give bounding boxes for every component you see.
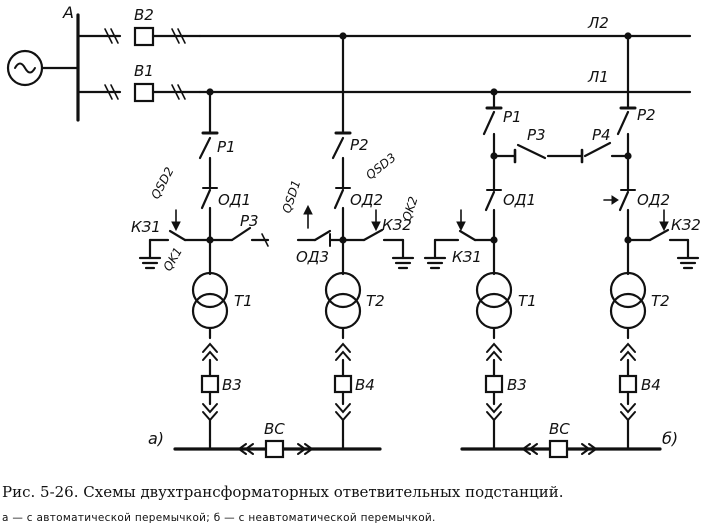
a-switch-od1 [200,188,212,210]
b-scheme-tag: б) [662,429,678,448]
a-switch-p2 [331,136,345,160]
a-switch-p3 [230,226,252,242]
b-label-p1: Р1 [503,108,522,126]
handwritten-qsd1: QSD1 [280,178,304,215]
a-transformer-t1-secondary [191,292,229,330]
b-switch-od2 [618,190,630,212]
b-breaker-b3 [484,374,504,394]
a-switch-od3 [313,229,332,242]
b-transformer-t2-primary [609,271,647,309]
substation-schematic: A Л2 Л1 В2 В1 Р1 Р2 ОД1 ОД2 Р3 ОД3 КЗ1 К… [6,3,701,459]
b-switch-kz1 [458,229,477,242]
label-l2: Л2 [587,14,609,32]
b-switch-p2 [616,110,630,136]
b-breaker-bc [548,439,569,459]
b-transformer-t1-primary [475,271,513,309]
b-label-bc: ВС [549,420,570,438]
a-breaker-b3 [200,374,220,394]
b-label-kz1: КЗ1 [452,248,482,266]
a-scheme-tag: а) [148,429,164,448]
a-label-od3: ОД3 [296,248,329,266]
label-bus-a: A [62,3,74,22]
b-switch-od1 [484,190,496,212]
breaker-b2 [133,26,155,47]
a-switch-kz2 [362,228,384,242]
b-label-kz2: КЗ2 [671,216,701,234]
generator-sine [14,62,36,74]
a-transformer-t2-primary [324,271,362,309]
label-b2: В2 [134,6,154,24]
label-l1: Л1 [587,68,609,86]
a-label-b3: В3 [222,376,242,394]
a-label-od2: ОД2 [350,191,383,209]
b-label-p2: Р2 [637,106,656,124]
b-transformer-t2-secondary [609,292,647,330]
handwritten-qk1: QK1 [160,245,185,274]
a-breaker-b4 [333,374,353,394]
a-label-p2: Р2 [350,136,369,154]
a-label-b4: В4 [355,376,375,394]
b-label-t2: Т2 [651,292,670,310]
a-label-p3: Р3 [240,212,259,230]
b-switch-kz2 [648,228,670,242]
b-label-b3: В3 [507,376,527,394]
b-label-b4: В4 [641,376,661,394]
b-breaker-b4 [618,374,638,394]
a-switch-kz1 [168,229,187,242]
handwritten-qk2: QK2 [400,195,421,223]
a-breaker-bc [264,439,285,459]
a-switch-od2 [333,188,345,210]
a-label-t1: Т1 [234,292,253,310]
a-label-t2: Т2 [366,292,385,310]
b-transformer-t1-secondary [475,292,513,330]
a-switch-p1 [198,136,212,160]
label-b1: В1 [134,62,154,80]
b-label-t1: Т1 [518,292,537,310]
b-switch-p4 [583,141,612,158]
b-label-od2: ОД2 [637,191,670,209]
b-label-p4: Р4 [592,126,611,144]
a-label-od1: ОД1 [218,191,251,209]
a-transformer-t1-primary [191,271,229,309]
a-label-kz1: КЗ1 [131,218,161,236]
breaker-b1 [133,82,155,103]
b-label-p3: Р3 [527,126,546,144]
b-switch-p3 [516,143,547,160]
a-label-kz2: КЗ2 [382,216,412,234]
b-switch-p1 [482,110,496,136]
handwritten-qsd3: QSD3 [363,150,398,182]
a-transformer-t2-secondary [324,292,362,330]
figure-subcaption: а — с автоматической перемычкой; б — с н… [2,512,436,524]
a-label-bc: ВС [264,420,285,438]
handwritten-qsd2: QSD2 [148,165,176,202]
b-label-od1: ОД1 [503,191,536,209]
figure-caption: Рис. 5-26. Схемы двухтрансформаторных от… [2,483,564,501]
a-label-p1: Р1 [217,138,236,156]
